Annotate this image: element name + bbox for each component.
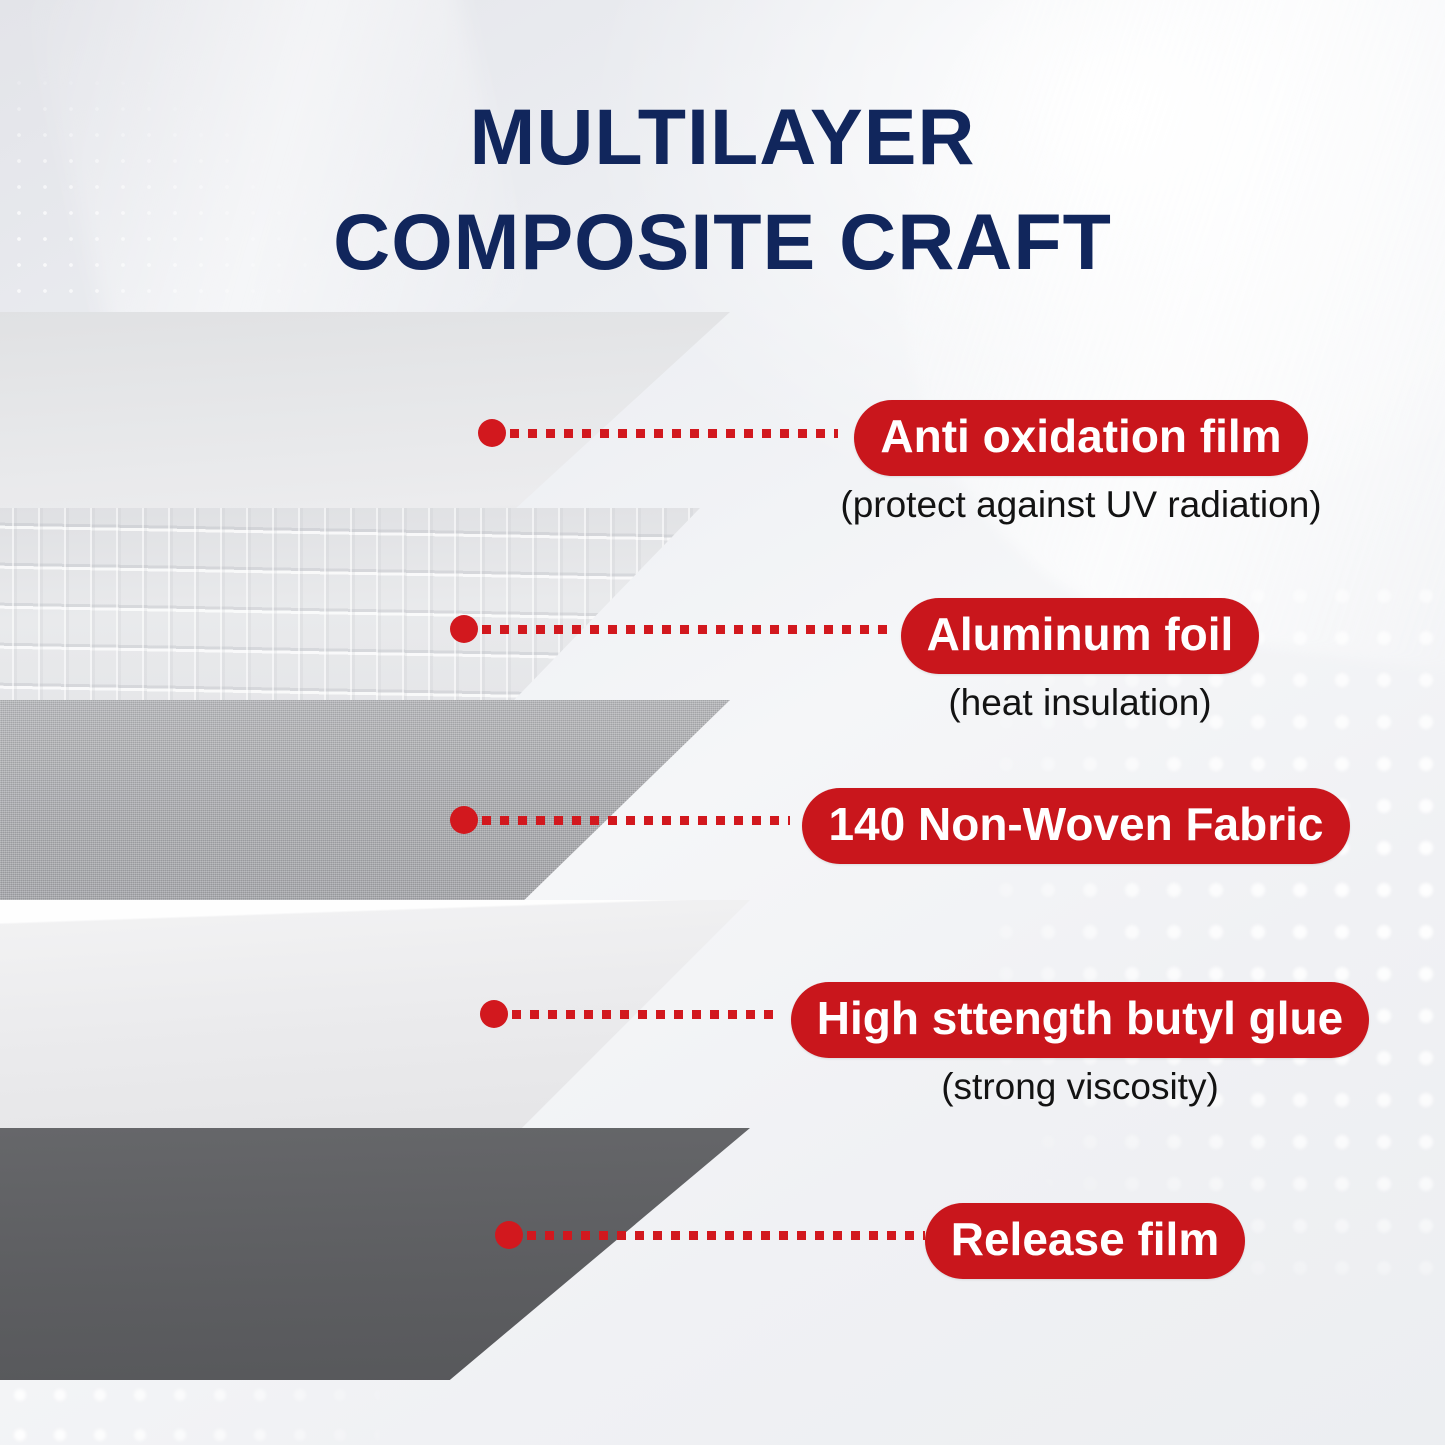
connector-anti-oxidation-film xyxy=(478,419,838,447)
connector-aluminum-foil xyxy=(450,615,890,643)
callout-pill-butyl-glue[interactable]: High sttength butyl glue xyxy=(790,982,1370,1058)
callout-subtitle-butyl-glue: (strong viscosity) xyxy=(941,1066,1219,1107)
connector-dot-icon xyxy=(478,419,506,447)
connector-dot-icon xyxy=(450,615,478,643)
callout-pill-non-woven-fabric[interactable]: 140 Non-Woven Fabric xyxy=(802,788,1350,864)
connector-dashes-icon xyxy=(482,815,790,825)
layer-stack-illustration xyxy=(0,312,750,1380)
callout-pill-release-film[interactable]: Release film xyxy=(924,1203,1246,1279)
connector-non-woven-fabric xyxy=(450,806,790,834)
connector-dot-icon xyxy=(480,1000,508,1028)
connector-butyl-glue xyxy=(480,1000,780,1028)
callout-release-film: Release film xyxy=(915,1203,1255,1279)
layer-release-film xyxy=(0,1128,750,1380)
callout-subtitle-anti-oxidation-film: (protect against UV radiation) xyxy=(840,484,1322,525)
callout-non-woven-fabric: 140 Non-Woven Fabric xyxy=(776,788,1376,864)
callout-pill-anti-oxidation-film[interactable]: Anti oxidation film xyxy=(854,400,1308,476)
connector-dashes-icon xyxy=(482,624,890,634)
page-title: MULTILAYER COMPOSITE CRAFT xyxy=(0,84,1445,294)
callout-pill-aluminum-foil[interactable]: Aluminum foil xyxy=(900,598,1260,674)
callout-anti-oxidation-film: Anti oxidation film (protect against UV … xyxy=(836,400,1326,526)
callout-butyl-glue: High sttength butyl glue (strong viscosi… xyxy=(768,982,1392,1108)
connector-dashes-icon xyxy=(512,1009,780,1019)
title-line-1: MULTILAYER xyxy=(469,92,976,181)
callout-aluminum-foil: Aluminum foil (heat insulation) xyxy=(885,598,1275,724)
title-line-2: COMPOSITE CRAFT xyxy=(333,197,1112,287)
connector-release-film xyxy=(495,1221,925,1249)
connector-dashes-icon xyxy=(510,428,838,438)
connector-dot-icon xyxy=(450,806,478,834)
connector-dot-icon xyxy=(495,1221,523,1249)
connector-dashes-icon xyxy=(527,1230,925,1240)
callout-subtitle-aluminum-foil: (heat insulation) xyxy=(948,682,1212,723)
